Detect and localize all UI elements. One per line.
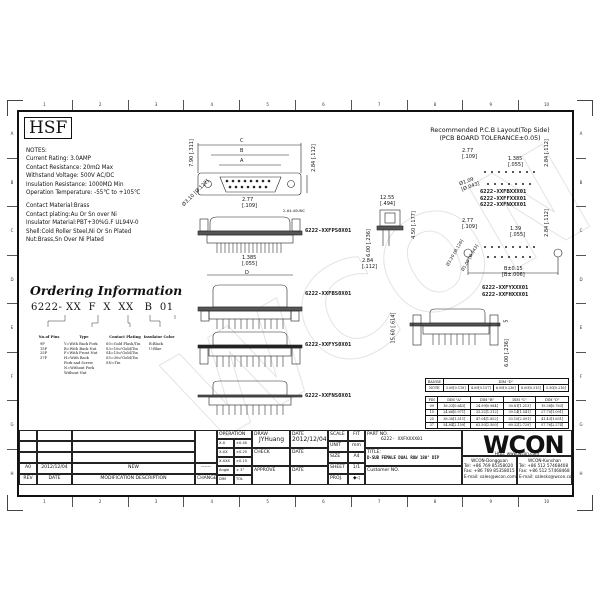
material-line: Nut:Brass,Sn Over Ni Plated [26, 236, 104, 244]
rev-description: NEW [72, 463, 195, 474]
dim-label-d: D [245, 270, 249, 276]
corner-mark [577, 495, 593, 511]
part-no-field: PART NO. 6222- XXFXXXX01 [365, 430, 462, 448]
note-line: Withstand Voltage: 500V AC/DC [26, 172, 115, 180]
note-line: Current Rating: 3.0AMP [26, 155, 92, 163]
dim-label-c: C [240, 138, 244, 144]
check-date-field: DATE [290, 448, 328, 466]
material-line: Shell:Cold Roller Steel,Ni Or Sn Plated [26, 227, 132, 235]
dim-pin-length: 6.00 [.236] [365, 229, 372, 257]
rev-header: REV [19, 474, 37, 485]
pcb1-pitch-row: 2.77[.109] [462, 148, 478, 160]
date-field: DATE 2012/12/04 [290, 430, 328, 448]
thread-note: 2-#4-40UNC [283, 209, 305, 213]
ordering-type-column: Type Y=With Back Fork B=With Back Nut F=… [64, 335, 98, 375]
variant-label: 6222-XXFNS0X01 [305, 393, 352, 399]
pcb-layout-1-drawing [484, 171, 535, 185]
office-kunshan: WCON-Kunshan Tel: +86 512 57468408 Fax: … [517, 456, 572, 485]
variant-label: 6222-XXFPS0X01 [305, 228, 352, 234]
pcb1-pitch: 1.385[.055] [508, 156, 524, 168]
variant-label: 6222-XXFBS0X01 [305, 291, 352, 297]
material-line: Insulator Material:PBT+30%G.F UL94V-0 [26, 219, 139, 227]
dim-label-b: B [240, 148, 244, 154]
change-header: CHANGE [195, 474, 217, 485]
dim-flange: 5 [503, 319, 510, 323]
rev-value: A0 [19, 463, 37, 474]
note-line: Insulation Resistance: 1000MΩ Min [26, 180, 124, 188]
description-header: MODIFICATION DESCRIPTION [72, 474, 195, 485]
notes-heading: NOTES: [26, 147, 47, 154]
operation-label: OPERATION [217, 430, 252, 439]
projection-icon: ◆◁ [348, 474, 365, 485]
brand-box: HSF [24, 117, 73, 139]
dim-pin-row: 2.84[.112] [362, 258, 378, 270]
customer-field: Customer NO. [365, 466, 462, 485]
pcb2-pitch-row: 2.77[.109] [462, 218, 478, 230]
dim-height: 7.90 [.311] [188, 139, 195, 167]
note-line: Operation Temperature: -55℃ to +105℃ [26, 189, 141, 197]
corner-mark [577, 100, 593, 116]
pcb-layout-2-drawing [463, 246, 563, 275]
check-field: CHECK [252, 448, 290, 466]
dim-pitch: 2.77[.109] [242, 197, 258, 209]
draw-field: DRAW JYHuang [252, 430, 290, 448]
ordering-color-column: Insulator Color B:Black U:Blue [143, 335, 175, 351]
dim-label-a: A [240, 158, 244, 164]
ordering-plating-column: Contact Plating S0=Gold Flash/Tin S3=10u… [106, 335, 141, 365]
dim-tail-length: 6.00 [.236] [503, 339, 510, 367]
material-line: Contact plating:Au Or Sn over Ni [26, 210, 117, 218]
pcb1-row-spacing: 2.84 [.112] [543, 139, 550, 167]
company-url: Http: www.wcon.com [494, 451, 540, 456]
dim-overall-height: 15.60 [.614] [390, 312, 397, 344]
title-field: TITLE: D-SUB FEMALE DUAL ROW 180° DIP [365, 448, 462, 466]
date-header: DATE [37, 474, 72, 485]
corner-mark [7, 495, 23, 511]
pcb2-pitch: 1.39[.055] [510, 226, 526, 238]
dim-row-spacing: 2.84 [.112] [310, 144, 317, 172]
rev-date: 2012/12/04 [37, 463, 72, 474]
front-view-drawing [197, 143, 308, 196]
approve-field: APPROVE [252, 466, 290, 485]
ordering-pins-column: No.of Pins 9P 15P 25P 37P [38, 335, 60, 361]
notes-block: NOTES: Current Rating: 3.0AMP Contact Re… [26, 147, 140, 244]
note-line: Contact Resistance: 20mΩ Max [26, 163, 114, 171]
ordering-leader-lines [47, 315, 176, 327]
profile-view-drawing [376, 209, 404, 246]
pcb2-row-spacing: 2.84 [.112] [543, 209, 550, 237]
ordering-title: Ordering Information [30, 283, 183, 298]
dim-profile-height: 4.50 [.177] [410, 211, 417, 239]
dim-pin-pitch: 1.385[.055] [242, 255, 258, 267]
side-views-drawing [197, 216, 303, 415]
office-dongguan: WCON-Dongguan Tel: +86 769 85358020 Fax:… [462, 456, 517, 485]
bottom-side-drawing [409, 308, 501, 346]
pcb-layout-title: Recommended P.C.B Layout(Top Side) (PCB … [430, 127, 550, 142]
approve-date-field: DATE [290, 466, 328, 485]
drawing-frame [17, 110, 574, 497]
ordering-code: 6222- XX F X XX B 01 [31, 302, 174, 313]
company-logo: WCON [483, 431, 565, 459]
pcb1-parts: 6222-XXFBXXX01 6222-XXFFXXX01 6222-XXFNX… [480, 189, 527, 208]
pcb2-parts: 6222-XXFYXXX01 6222-XXFHXXX01 [482, 285, 529, 298]
pcb2-b-dim: B±0.15[B±.006] [502, 266, 525, 278]
variant-label: 6222-XXFYS0X01 [305, 342, 352, 348]
material-line: Contact Material:Brass [26, 202, 90, 210]
dim-depth: 12.55[.494] [380, 195, 396, 207]
corner-mark [7, 100, 23, 116]
rev-change: ------ [195, 463, 217, 474]
